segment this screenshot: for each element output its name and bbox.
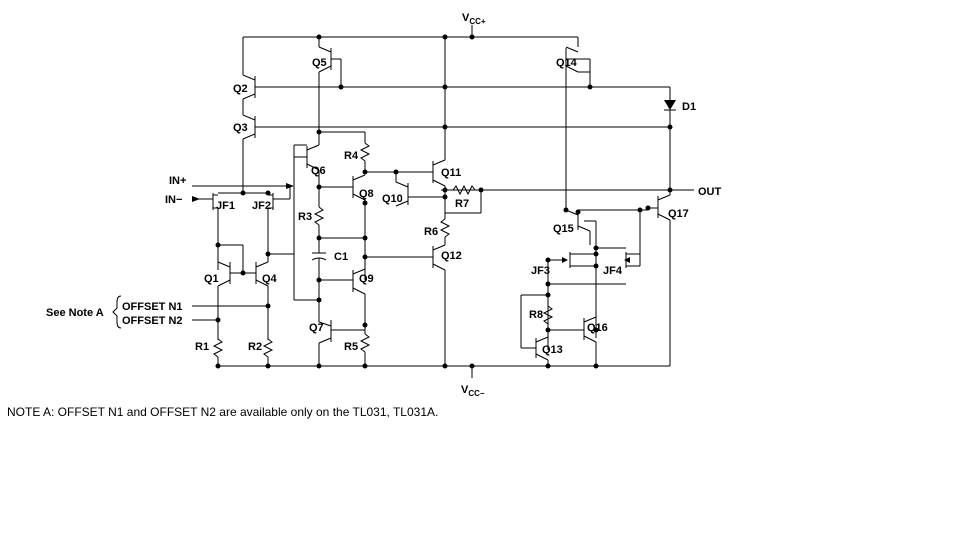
r4-label: R4 (344, 150, 359, 162)
note-a-text: NOTE A: OFFSET N1 and OFFSET N2 are avai… (7, 405, 439, 419)
q12-label: Q12 (441, 250, 462, 262)
q16-transistor (548, 316, 597, 366)
jf2-transistor (267, 186, 291, 260)
r1-resistor (212, 336, 224, 366)
q17-transistor (648, 190, 671, 366)
c1-label: C1 (334, 251, 348, 263)
q9-label: Q9 (359, 273, 374, 285)
q4-transistor (218, 244, 294, 340)
vcc-plus-rail (243, 25, 578, 38)
q11-transistor (396, 37, 446, 213)
q1-transistor (217, 245, 256, 340)
q9-transistor (352, 268, 366, 325)
q5-label: Q5 (312, 57, 327, 69)
d1-diode (664, 87, 676, 195)
q11-label: Q11 (441, 167, 461, 179)
q3-label: Q3 (233, 122, 248, 134)
jf1-label: JF1 (216, 200, 235, 212)
q3-transistor (242, 114, 256, 193)
r5-resistor (359, 325, 371, 366)
q4-label: Q4 (262, 273, 278, 285)
q14-transistor (565, 37, 591, 210)
junction-dots (215, 34, 673, 369)
q12-transistor (365, 244, 446, 366)
jf3-label: JF3 (531, 265, 550, 277)
r3-label: R3 (298, 211, 312, 223)
r5-label: R5 (344, 341, 358, 353)
r3-resistor (313, 203, 325, 238)
c1-capacitor (311, 238, 327, 300)
see-note-label: See Note A (46, 307, 104, 319)
r4-resistor (319, 131, 371, 172)
q15-label: Q15 (553, 223, 574, 235)
r6-resistor (439, 213, 451, 245)
out-label: OUT (698, 186, 722, 198)
jf2-label: JF2 (252, 200, 271, 212)
offset-n1-label: OFFSET N1 (122, 301, 183, 313)
q7-transistor (294, 299, 365, 366)
q2-transistor (242, 37, 256, 115)
r2-resistor (262, 336, 274, 366)
jf4-label: JF4 (603, 265, 623, 277)
offset-lines (112, 295, 268, 329)
q8-label: Q8 (359, 188, 374, 200)
q13-label: Q13 (542, 344, 563, 356)
q14-label: Q14 (556, 57, 578, 69)
r7-label: R7 (455, 198, 469, 210)
q10-transistor (395, 172, 445, 207)
offset-n2-label: OFFSET N2 (122, 315, 183, 327)
q8-transistor (319, 171, 396, 280)
q1-label: Q1 (204, 273, 219, 285)
d1-label: D1 (682, 101, 696, 113)
r8-label: R8 (529, 309, 543, 321)
r6-label: R6 (424, 226, 438, 238)
vcc-minus-label: VCC− (461, 384, 485, 398)
q17-label: Q17 (668, 208, 689, 220)
q5-transistor (318, 37, 342, 132)
r1-label: R1 (195, 341, 209, 353)
jf4-transistor (596, 210, 641, 268)
vcc-plus-label: VCC+ (462, 12, 486, 26)
in-plus-label: IN+ (169, 175, 186, 187)
jf3-transistor (547, 252, 596, 350)
q10-label: Q10 (382, 193, 403, 205)
r2-label: R2 (248, 341, 262, 353)
q7-label: Q7 (309, 322, 324, 334)
q2-label: Q2 (233, 83, 248, 95)
q16-label: Q16 (587, 322, 608, 334)
q15-transistor (565, 209, 648, 338)
q6-label: Q6 (311, 165, 326, 177)
in-minus-label: IN− (165, 194, 182, 206)
